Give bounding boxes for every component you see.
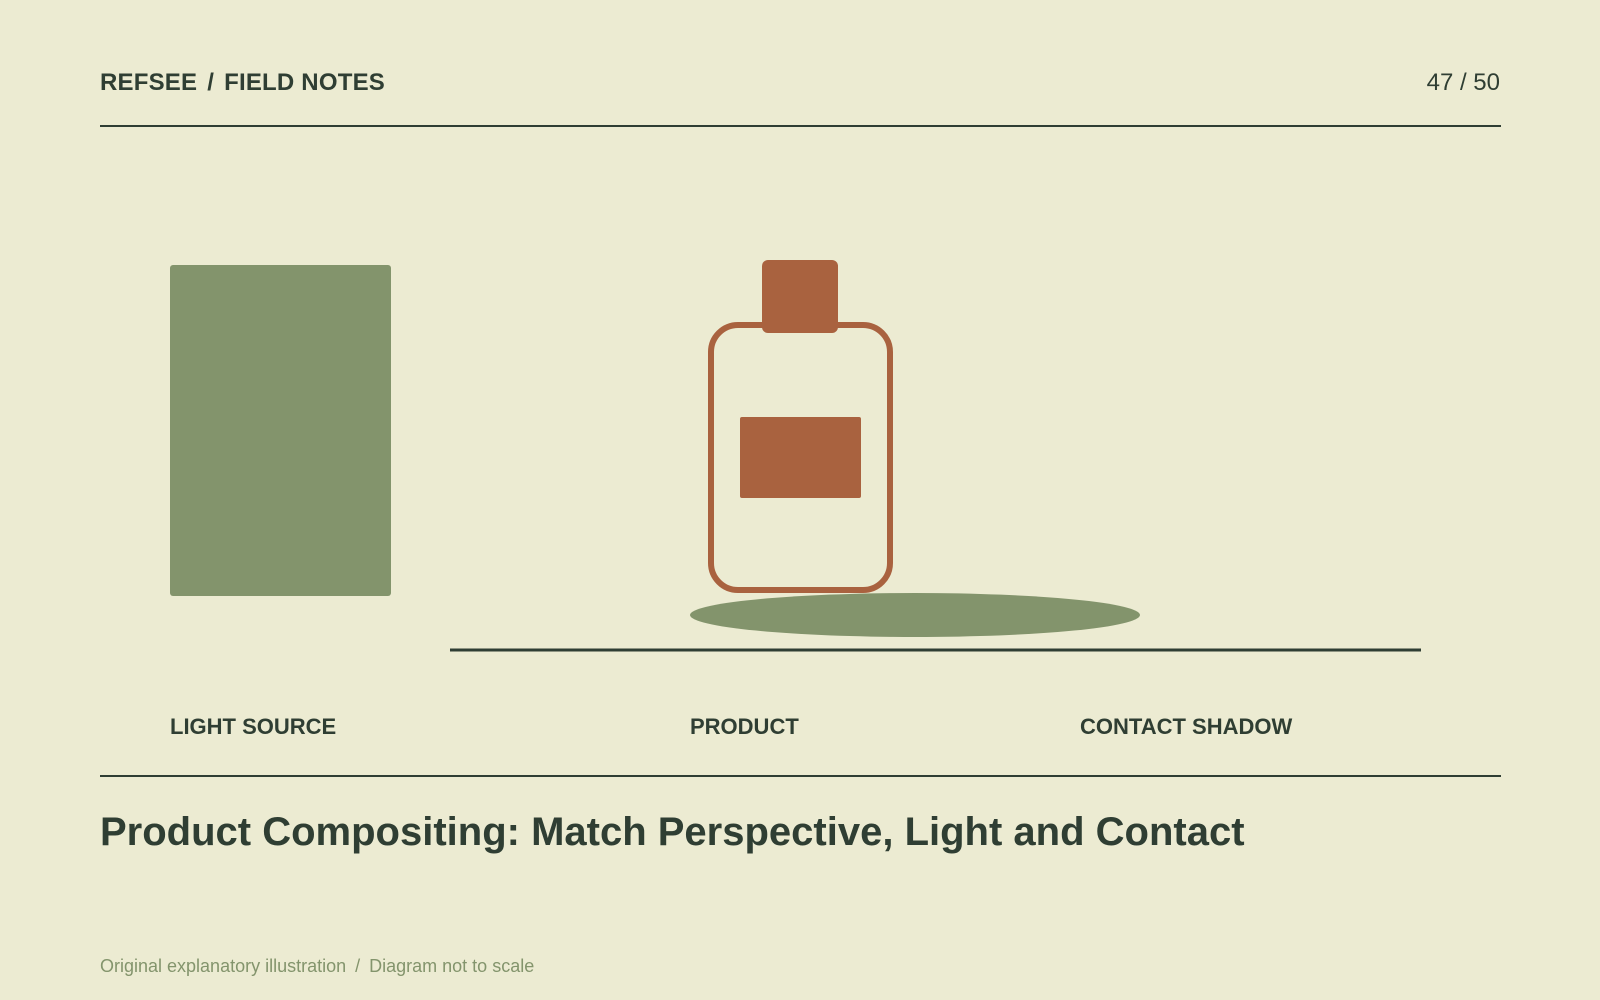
- caption-separator: /: [355, 956, 361, 976]
- bottle-cap: [762, 260, 838, 333]
- product-label: PRODUCT: [690, 714, 799, 739]
- header: REFSEE / FIELD NOTES 47 / 50: [100, 66, 1500, 100]
- breadcrumb-separator: /: [207, 69, 215, 96]
- scale-note: Diagram not to scale: [369, 956, 535, 976]
- breadcrumb: REFSEE / FIELD NOTES: [100, 69, 385, 97]
- header-divider: [100, 125, 1501, 127]
- title-divider: [100, 775, 1501, 777]
- brand-name: REFSEE: [100, 69, 198, 96]
- light-source-label: LIGHT SOURCE: [170, 714, 337, 739]
- page-counter: 47 / 50: [1426, 69, 1500, 96]
- bottle-label: [740, 417, 861, 498]
- caption-text: Original explanatory illustration: [100, 956, 347, 976]
- contact-shadow-ellipse: [690, 593, 1140, 637]
- product-bottle: [708, 260, 893, 593]
- section-name: FIELD NOTES: [224, 69, 385, 96]
- contact-shadow-label: CONTACT SHADOW: [1080, 714, 1293, 739]
- page-title: Product Compositing: Match Perspective, …: [100, 810, 1245, 854]
- light-source-panel: [170, 265, 391, 596]
- footer-caption: Original explanatory illustration / Diagra…: [100, 956, 534, 977]
